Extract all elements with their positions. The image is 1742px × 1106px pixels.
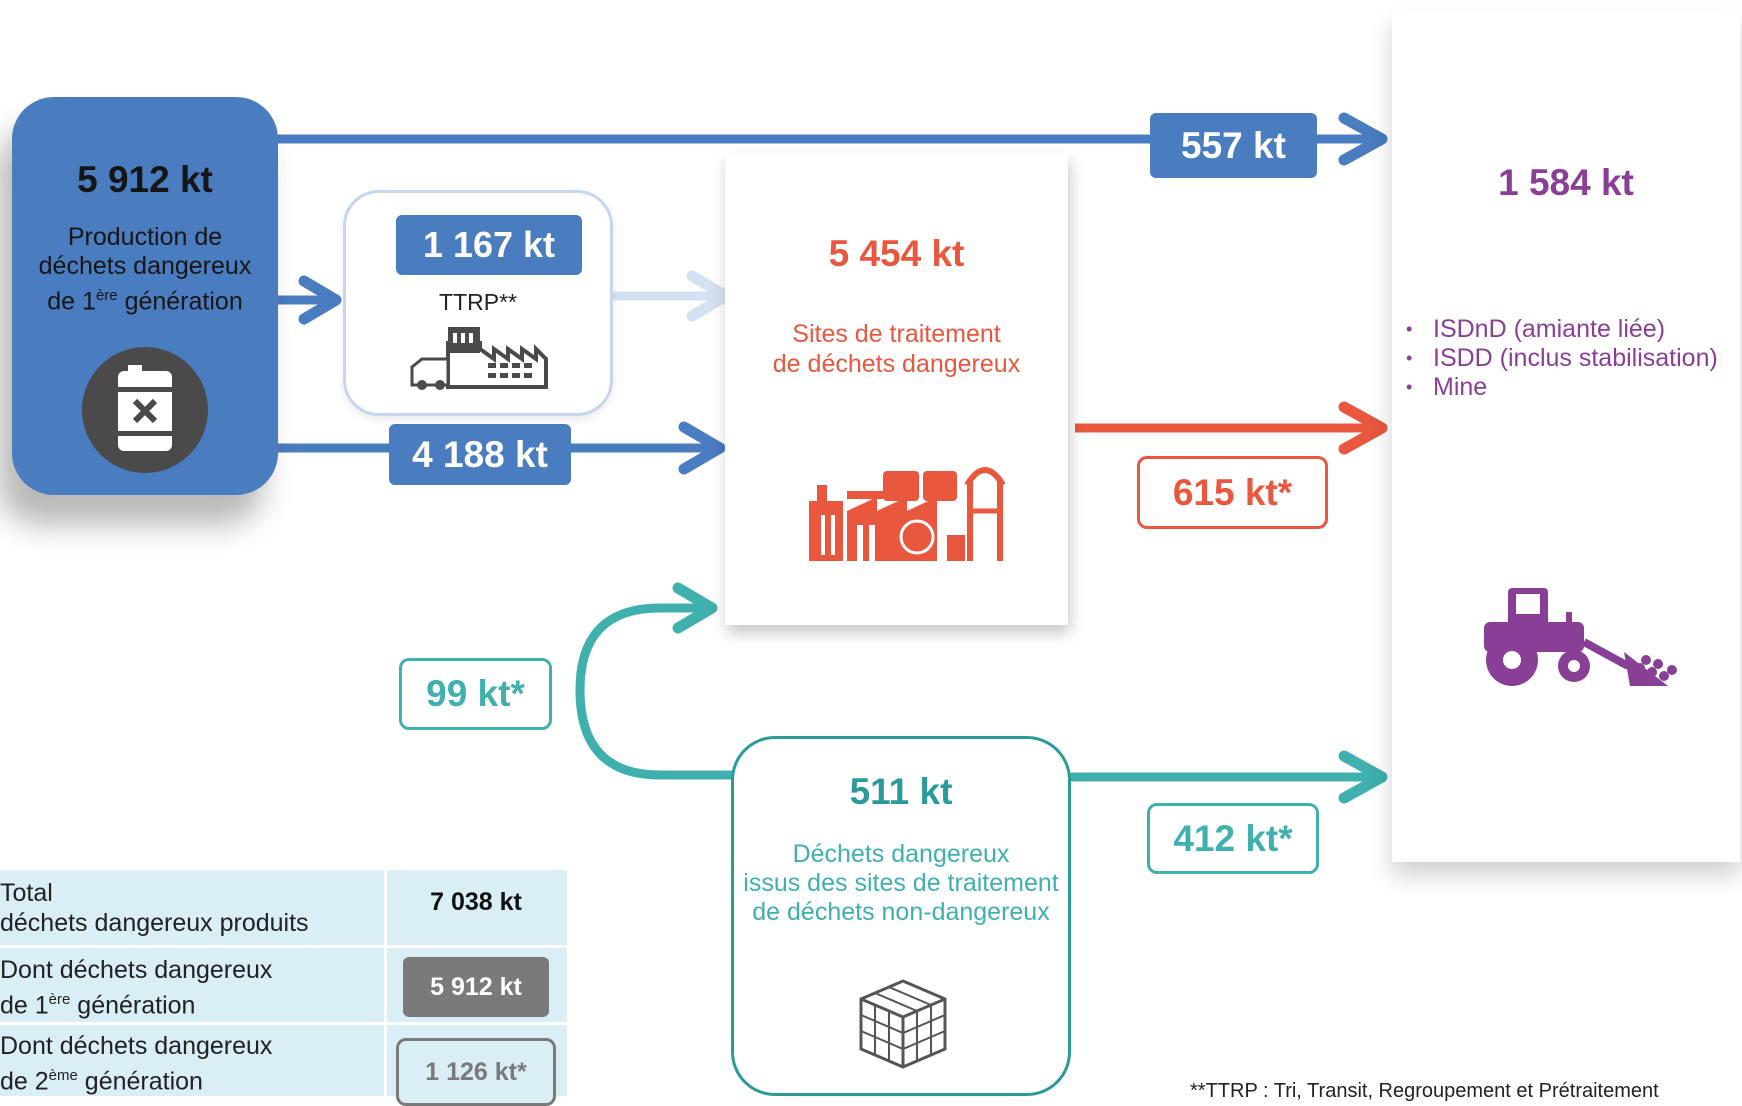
arrow-production-to-storage-head — [1338, 112, 1388, 166]
arrow-second-gen-to-treatment-head — [672, 582, 718, 634]
arrow-production-to-treatment-head — [678, 421, 726, 475]
arrow-second-gen-to-storage-head — [1338, 750, 1388, 804]
storage-item-isdd: ISDD (inclus stabilisation) — [1400, 344, 1718, 373]
bulldozer-icon — [1478, 582, 1684, 697]
second-gen-desc-line-2: issus des sites de traitement — [743, 869, 1059, 897]
summary-first-gen-line-2-end: génération — [70, 991, 196, 1020]
summary-second-gen-label: Dont déchets dangereux de 2ème génératio… — [0, 1031, 272, 1096]
second-generation-description: Déchets dangereux issus des sites de tra… — [734, 840, 1068, 927]
summary-total-label-line-1: Total — [0, 879, 53, 907]
summary-row-total: Total déchets dangereux produits 7 038 k… — [0, 870, 567, 945]
summary-first-gen-line-2: de 1 — [0, 991, 49, 1020]
waste-bale-icon — [851, 975, 955, 1076]
arrow-production-to-ttrp-head — [298, 275, 342, 325]
flow-treatment-to-storage: 615 kt* — [1137, 456, 1328, 529]
treatment-box: 5 454 kt Sites de traitement de déchets … — [725, 153, 1068, 625]
summary-second-gen-line-1: Dont déchets dangereux — [0, 1032, 273, 1060]
summary-first-gen-label: Dont déchets dangereux de 1ère génératio… — [0, 955, 272, 1020]
summary-divider — [384, 948, 387, 1022]
production-desc-line-3: de 1 — [47, 287, 96, 316]
second-gen-desc-line-3: de déchets non-dangereux — [752, 898, 1050, 926]
production-desc-line-2: déchets dangereux — [38, 252, 252, 280]
storage-destinations-list: ISDnD (amiante liée) ISDD (inclus stabil… — [1400, 315, 1718, 402]
summary-first-gen-sup: ère — [48, 991, 71, 1008]
ttrp-label: TTRP** — [439, 289, 517, 315]
summary-total-label: Total déchets dangereux produits — [0, 878, 309, 938]
storage-box: 1 584 kt ISDnD (amiante liée) ISDD (incl… — [1392, 10, 1740, 862]
storage-item-isdnd: ISDnD (amiante liée) — [1400, 315, 1718, 344]
summary-total-value: 7 038 kt — [430, 888, 522, 916]
production-desc-line-3-end: génération — [117, 287, 243, 316]
production-desc-line-1: Production de — [67, 223, 223, 251]
hazard-barrel-icon — [82, 347, 208, 473]
footnote: **TTRP : Tri, Transit, Regroupement et P… — [1190, 1080, 1659, 1102]
summary-total-label-line-2: déchets dangereux produits — [0, 909, 309, 937]
second-generation-box: 511 kt Déchets dangereux issus des sites… — [731, 736, 1071, 1096]
summary-second-gen-line-2: de 2 — [0, 1067, 49, 1096]
summary-row-first-generation: Dont déchets dangereux de 1ère génératio… — [0, 948, 567, 1022]
flow-direct-to-storage: 557 kt — [1150, 113, 1317, 178]
second-gen-desc-line-1: Déchets dangereux — [792, 840, 1010, 868]
treatment-desc-line-1: Sites de traitement — [792, 320, 1001, 348]
arrow-treatment-to-storage-head — [1338, 401, 1388, 455]
summary-first-gen-value: 5 912 kt — [403, 957, 549, 1017]
summary-second-gen-sup: ème — [48, 1067, 78, 1084]
arrow-second-gen-to-treatment — [575, 603, 733, 780]
industrial-plant-icon — [807, 455, 1017, 566]
summary-first-gen-line-1: Dont déchets dangereux — [0, 956, 273, 984]
production-box: 5 912 kt Production de déchets dangereux… — [12, 97, 278, 495]
flow-second-gen-to-storage: 412 kt* — [1147, 803, 1319, 874]
summary-second-gen-line-2-end: génération — [77, 1067, 203, 1096]
ttrp-amount: 1 167 kt — [396, 215, 582, 275]
storage-item-mine: Mine — [1400, 373, 1718, 402]
treatment-desc-line-2: de déchets dangereux — [772, 350, 1021, 378]
treatment-description: Sites de traitement de déchets dangereux — [725, 319, 1068, 379]
flow-production-to-treatment: 4 188 kt — [389, 424, 571, 485]
production-description: Production de déchets dangereux de 1ère … — [12, 223, 278, 316]
ttrp-box: 1 167 kt TTRP** — [343, 190, 613, 416]
production-desc-sup: ère — [95, 287, 118, 304]
summary-table: Total déchets dangereux produits 7 038 k… — [0, 870, 567, 1106]
flow-second-gen-to-treatment: 99 kt* — [399, 658, 552, 730]
storage-amount: 1 584 kt — [1498, 162, 1634, 203]
second-generation-amount: 511 kt — [849, 771, 953, 812]
production-amount: 5 912 kt — [77, 159, 213, 200]
summary-row-second-generation: Dont déchets dangereux de 2ème génératio… — [0, 1025, 567, 1106]
treatment-amount: 5 454 kt — [828, 233, 965, 274]
summary-divider — [384, 870, 387, 945]
summary-divider — [384, 1025, 387, 1096]
warehouse-truck-icon — [408, 323, 548, 396]
